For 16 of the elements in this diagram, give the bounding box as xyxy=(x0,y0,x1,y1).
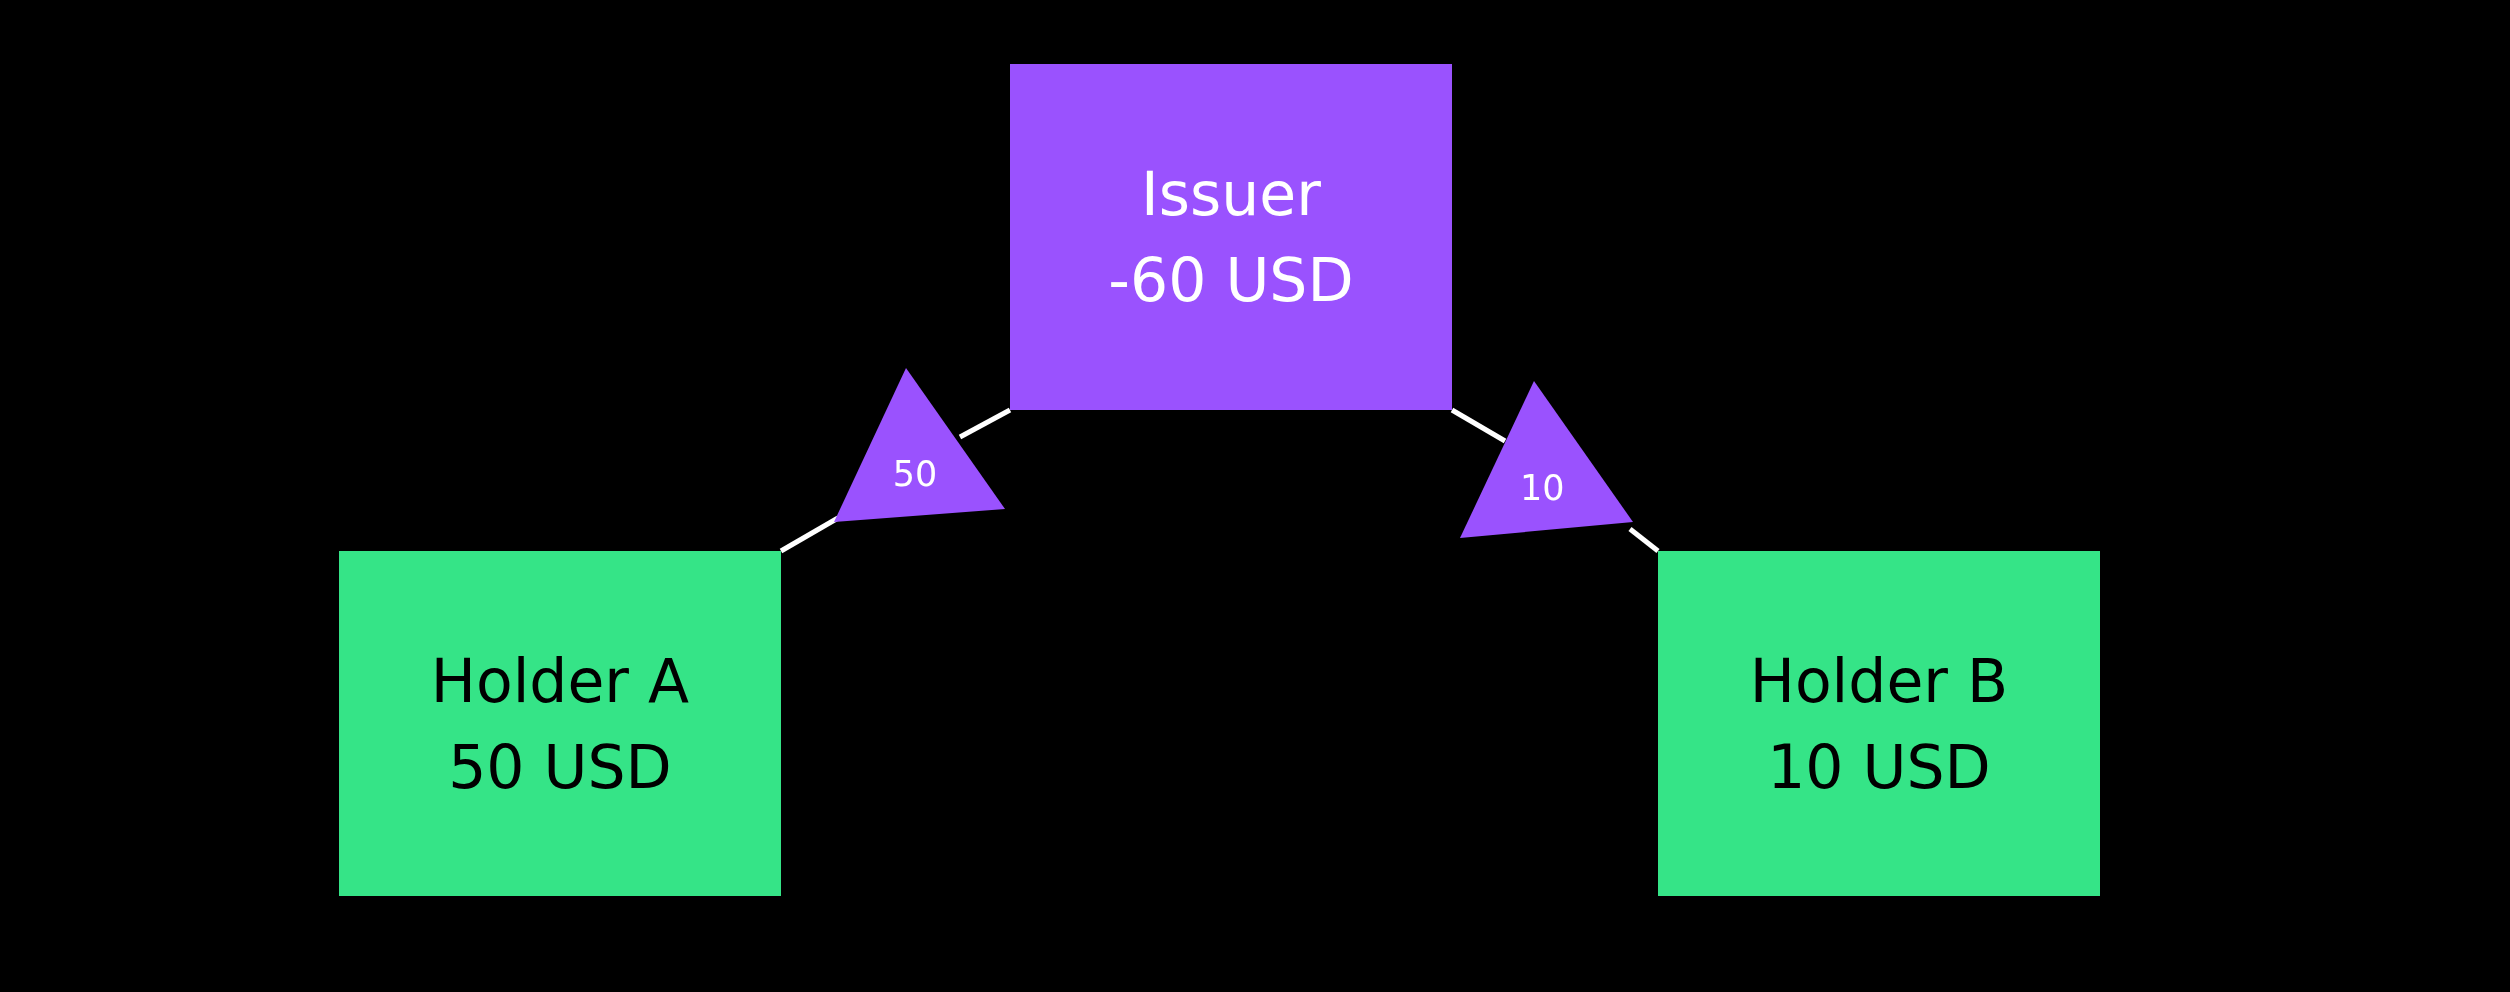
connector-line xyxy=(1450,407,1507,444)
amount-triangle xyxy=(1460,381,1633,538)
account-box xyxy=(1658,551,2100,896)
account-text: Issuer xyxy=(1141,158,1321,231)
connector-line xyxy=(958,407,1012,440)
amount-text: 10 xyxy=(1520,468,1565,509)
account-text: 50 USD xyxy=(448,730,672,804)
account-text: Holder A xyxy=(430,644,690,718)
account-text: Holder B xyxy=(1749,644,2009,718)
account-text: 10 USD xyxy=(1767,730,1991,804)
account-text: -60 USD xyxy=(1108,244,1354,317)
amount-triangle xyxy=(834,368,1005,522)
account-box xyxy=(339,551,781,896)
connector-line xyxy=(1628,527,1660,553)
account-box xyxy=(1010,64,1452,410)
amount-text: 50 xyxy=(892,454,938,495)
